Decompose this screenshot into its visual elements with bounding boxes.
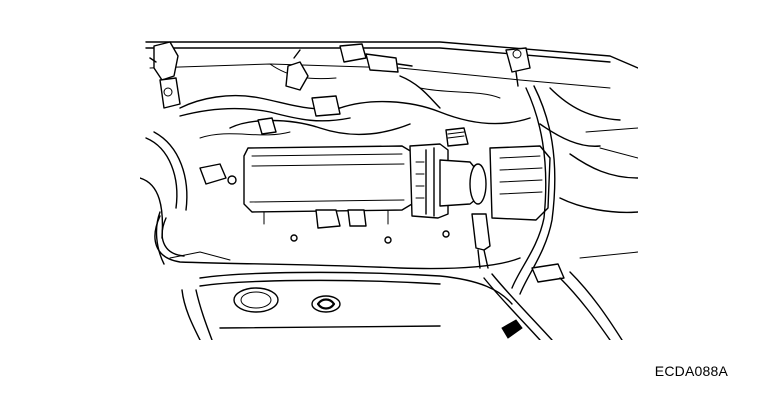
engine-cover — [181, 271, 513, 340]
figure-code-label: ECDA088A — [654, 363, 728, 379]
intake-plenum — [243, 145, 413, 229]
misc-fasteners — [227, 175, 450, 244]
left-connector-bracket — [149, 41, 181, 109]
top-sensor-connectors — [285, 43, 531, 91]
engine-bay-line-drawing — [140, 28, 638, 340]
right-side-assemblies — [489, 85, 638, 295]
lower-sensor — [471, 213, 491, 269]
lower-right-cables — [483, 251, 638, 340]
left-hoses — [140, 131, 231, 265]
throttle-body — [409, 127, 487, 219]
wiring-harness — [179, 75, 531, 139]
throttle-cable — [154, 215, 521, 270]
